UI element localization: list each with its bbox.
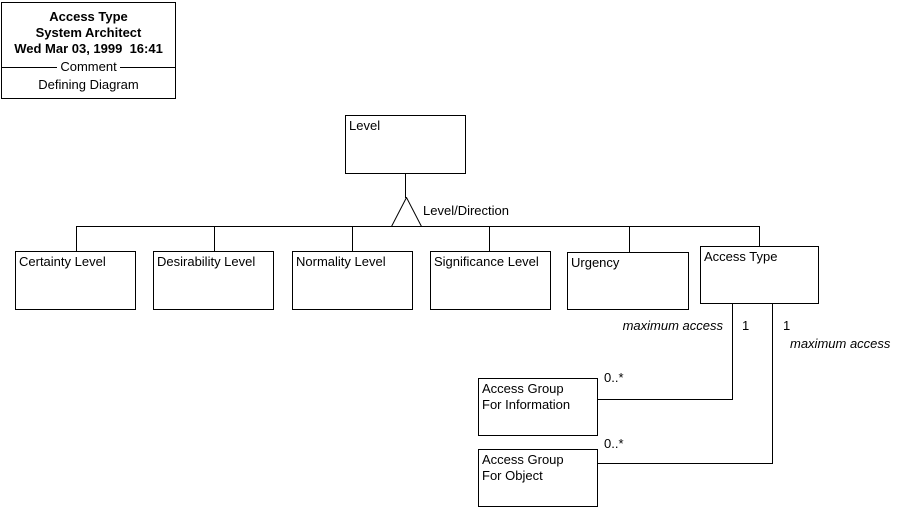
branch-triangle-icon [391,197,423,227]
role-label-maximum-access-left: maximum access [622,318,723,333]
connector-line [214,226,215,251]
connector-line [772,304,773,464]
application-name: System Architect [35,25,142,40]
diagram-info-box: Access Type System Architect Wed Mar 03,… [1,2,176,99]
divider-rule-right [119,66,176,68]
connector-line [597,463,773,464]
connector-line [76,226,760,227]
entity-desirability-level[interactable]: Desirability Level [153,251,274,310]
connector-line [405,173,406,198]
comment-text: Defining Diagram [38,77,139,92]
comment-divider-label: Comment [60,59,117,74]
connector-line [759,226,760,246]
role-label-maximum-access-right: maximum access [790,336,891,351]
entity-significance-level[interactable]: Significance Level [430,251,551,310]
timestamp: Wed Mar 03, 1999 16:41 [14,41,163,56]
cardinality-one-right: 1 [783,318,791,333]
connector-line [732,304,733,400]
branch-label: Level/Direction [423,203,509,218]
entity-level[interactable]: Level [345,115,466,174]
connector-line [597,399,733,400]
entity-normality-level[interactable]: Normality Level [292,251,413,310]
connector-line [76,226,77,251]
entity-access-type[interactable]: Access Type [700,246,819,304]
multiplicity-object: 0..* [604,436,624,451]
entity-urgency[interactable]: Urgency [567,252,689,310]
divider-rule-left [2,66,58,68]
multiplicity-info: 0..* [604,370,624,385]
cardinality-one-left: 1 [742,318,750,333]
connector-line [352,226,353,251]
entity-access-group-for-object[interactable]: Access Group For Object [478,449,598,507]
entity-certainty-level[interactable]: Certainty Level [15,251,136,310]
connector-line [489,226,490,251]
connector-line [629,226,630,252]
entity-access-group-for-information[interactable]: Access Group For Information [478,378,598,436]
diagram-title: Access Type [49,9,128,24]
comment-divider: Comment [2,59,176,75]
